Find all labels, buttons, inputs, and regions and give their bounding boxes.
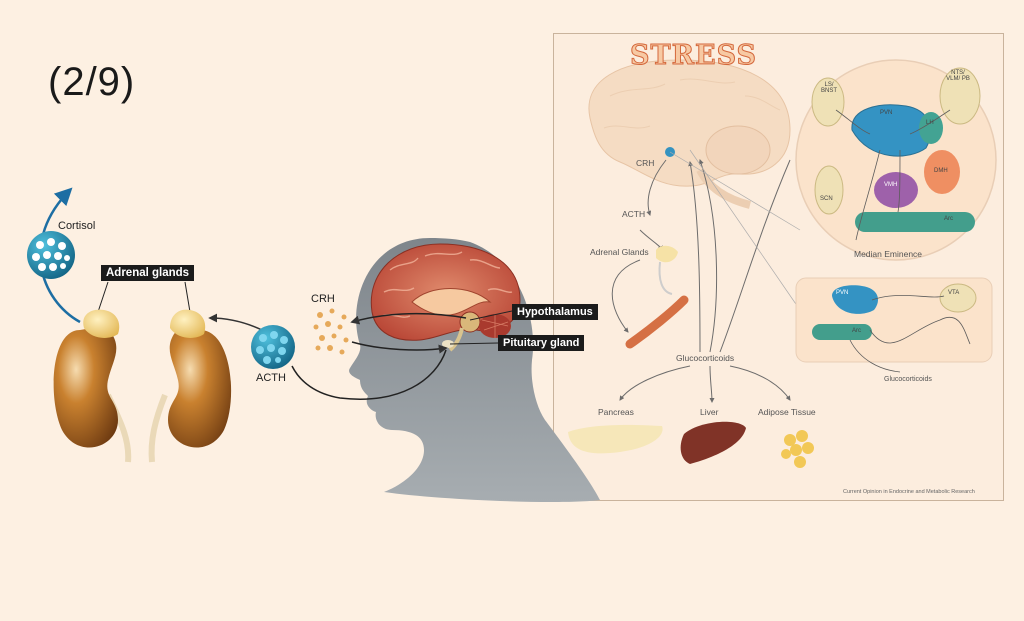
adipose-tissue-label: Adipose Tissue <box>758 407 816 417</box>
liver-label: Liver <box>700 407 718 417</box>
pituitary-gland-label: Pituitary gland <box>498 335 584 351</box>
crh-label: CRH <box>311 293 335 305</box>
pancreas-label: Pancreas <box>598 407 634 417</box>
hypothalamus-label: Hypothalamus <box>512 304 598 320</box>
cortisol-molecule-icon <box>27 231 75 279</box>
adrenal-glands-label: Adrenal glands <box>101 265 194 281</box>
lh-label: LH <box>926 120 934 126</box>
arc-label: Arc <box>944 216 953 222</box>
scn-label: SCN <box>820 196 833 202</box>
pvn2-label: PVN <box>836 290 848 296</box>
cortisol-label: Cortisol <box>58 220 95 232</box>
arc2-label: Arc <box>852 328 861 334</box>
stress-title: STRESS <box>630 40 757 71</box>
panel-glucocorticoids-label: Glucocorticoids <box>676 353 734 363</box>
vta-label: VTA <box>948 290 959 296</box>
crh-molecules-icon <box>314 309 349 355</box>
panel-adrenal-glands-label: Adrenal Glands <box>590 247 649 257</box>
median-eminence-label: Median Eminence <box>854 249 922 259</box>
panel-acth-label: ACTH <box>622 209 645 219</box>
vmh-label: VMH <box>884 182 897 188</box>
panel-crh-label: CRH <box>636 158 654 168</box>
figure-credit: Current Opinion in Endocrine and Metabol… <box>843 489 975 495</box>
right-kidney <box>168 328 231 448</box>
glucocorticoids-right-label: Glucocorticoids <box>884 376 932 383</box>
left-kidney <box>54 328 118 448</box>
nts-vlm-pb-label: NTS/ VLM/ PB <box>946 70 970 82</box>
acth-molecule-icon <box>251 325 295 369</box>
pvn-label: PVN <box>880 110 892 116</box>
ls-bnst-label: LS/ BNST <box>820 82 838 94</box>
dmh-label: DMH <box>934 168 948 174</box>
acth-label: ACTH <box>256 372 286 384</box>
